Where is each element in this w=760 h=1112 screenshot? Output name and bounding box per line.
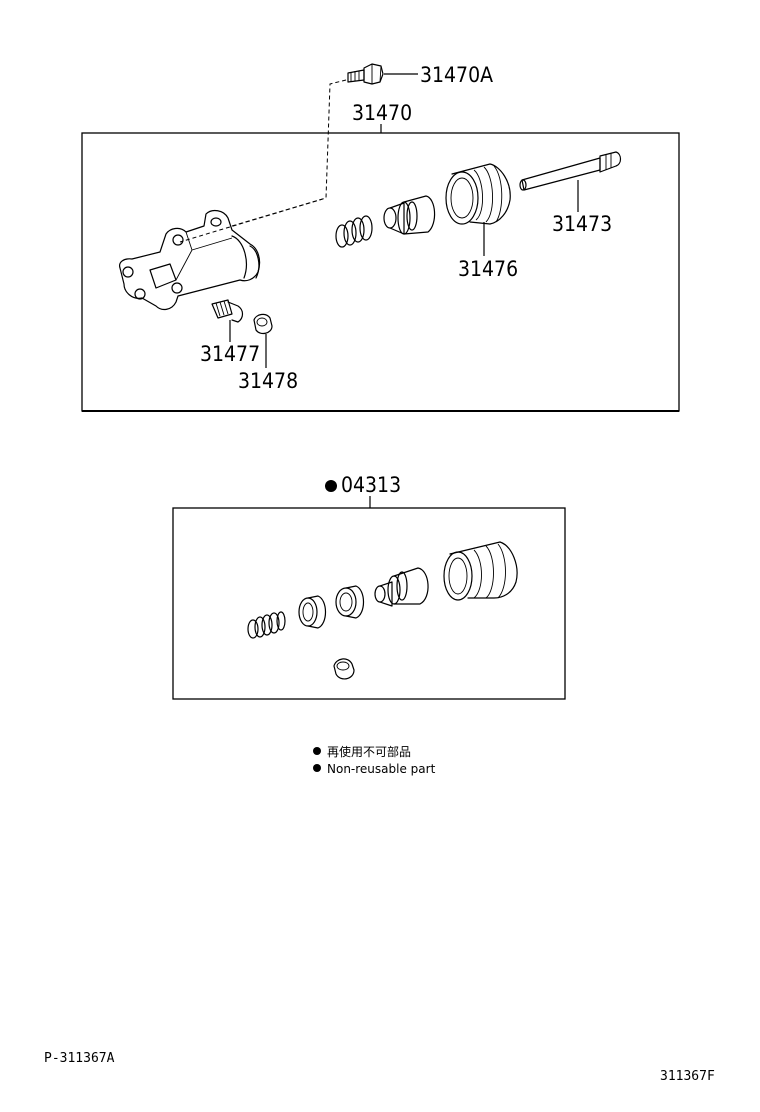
kit-spring (247, 611, 286, 639)
label-boot: 31476 (458, 257, 518, 281)
bleeder-plug-part (211, 299, 244, 323)
assembly-31470-group: 31470A 31470 (81, 63, 680, 412)
legend-marker-jp (313, 747, 321, 755)
spring-part (335, 215, 373, 248)
kit-piston (374, 567, 429, 607)
kit-04313-group: 04313 (172, 473, 566, 700)
kit-cup-seal-1 (298, 595, 327, 629)
piston-part (383, 195, 436, 235)
legend: 再使用不可部品 Non-reusable part (313, 744, 436, 776)
label-bolt: 31470A (420, 63, 493, 87)
kit-boot (443, 541, 518, 601)
legend-text-en: Non-reusable part (327, 762, 436, 776)
bolt-part (347, 63, 384, 85)
footer-right-ref: 311367F (660, 1069, 715, 1084)
label-push-rod: 31473 (552, 212, 612, 236)
kit-cup-seal-2 (335, 585, 365, 619)
boot-part (445, 163, 511, 225)
bleeder-cap-part (253, 313, 273, 335)
legend-text-jp: 再使用不可部品 (327, 744, 411, 759)
label-bleeder-plug: 31477 (200, 342, 260, 366)
non-reusable-marker (325, 480, 337, 492)
kit-cap (333, 658, 355, 680)
assembly-frame (81, 132, 680, 412)
push-rod-part (519, 151, 622, 191)
footer-left-ref: P-311367A (44, 1051, 115, 1066)
label-assembly: 31470 (352, 101, 412, 125)
label-bleeder-cap: 31478 (238, 369, 298, 393)
legend-marker-en (313, 764, 321, 772)
cylinder-body (119, 209, 261, 311)
kit-frame (172, 507, 566, 700)
label-kit: 04313 (341, 473, 401, 497)
cylinder-guide (231, 197, 327, 227)
